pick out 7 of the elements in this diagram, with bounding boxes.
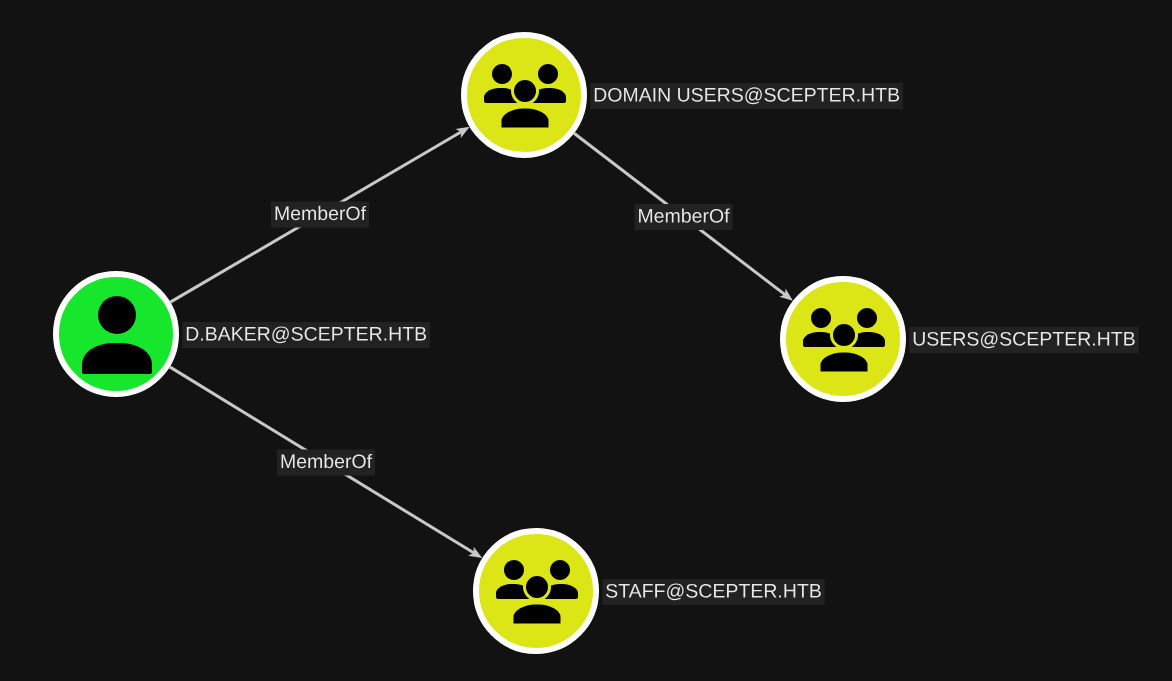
edge-label: MemberOf	[270, 201, 370, 228]
node-label: USERS@SCEPTER.HTB	[909, 327, 1139, 353]
edge-label: MemberOf	[634, 204, 733, 230]
node-label: STAFF@SCEPTER.HTB	[602, 579, 825, 605]
node-label: DOMAIN USERS@SCEPTER.HTB	[590, 83, 904, 109]
node-label: D.BAKER@SCEPTER.HTB	[182, 322, 431, 348]
edge-label: MemberOf	[276, 449, 376, 476]
